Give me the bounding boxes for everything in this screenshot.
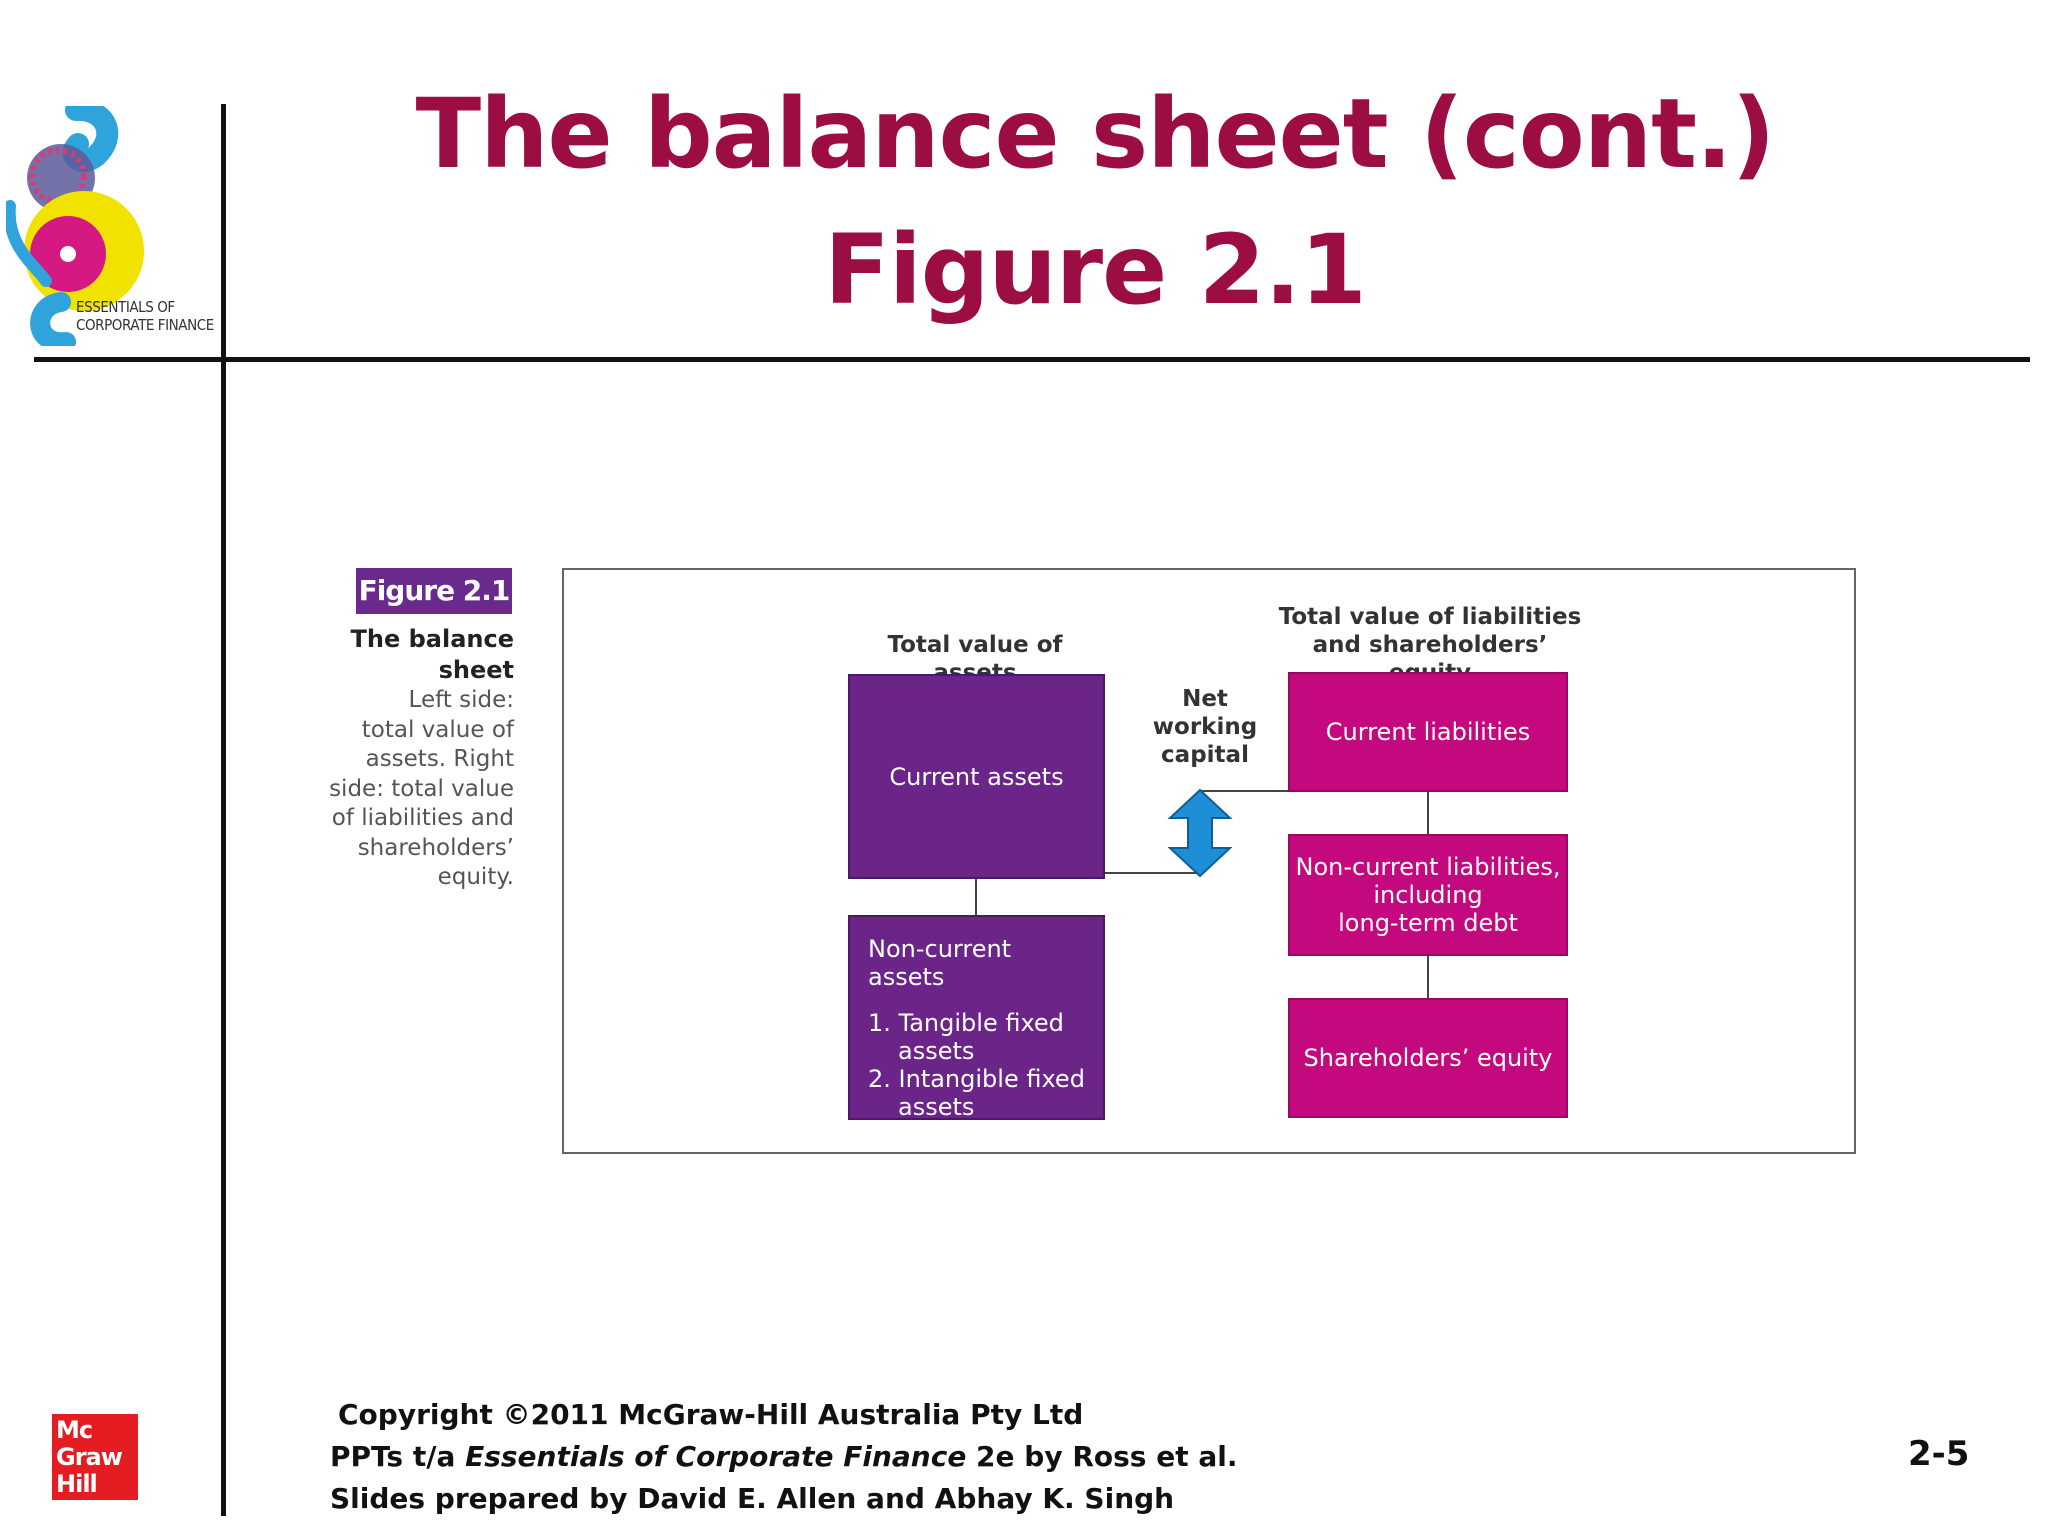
logo-graphic-icon: [3, 98, 144, 353]
assets-connector: [975, 879, 977, 915]
nwc-top-connector: [1200, 790, 1288, 792]
page-number: 2-5: [1908, 1434, 1970, 1474]
noncurrent-assets-box: Non-current assets 1. Tangible fixed ass…: [848, 915, 1105, 1121]
copyright-notice: Copyright ©2011 McGraw-Hill Australia Pt…: [330, 1398, 1238, 1515]
current-assets-box: Current assets: [848, 674, 1105, 879]
caption-title: The balance sheet: [350, 625, 514, 684]
double-arrow-icon: [1167, 788, 1233, 878]
title-line-2: Figure 2.1: [824, 214, 1366, 326]
caption-text: Left side: total value of assets. Right …: [329, 687, 514, 890]
current-liabilities-box: Current liabilities: [1288, 672, 1568, 792]
noncurrent-liabilities-box: Non-current liabilities, including long-…: [1288, 834, 1568, 956]
page-title: The balance sheet (cont.) Figure 2.1: [260, 66, 1930, 338]
liab-connector-2: [1427, 956, 1429, 998]
figure-badge: Figure 2.1: [356, 568, 512, 614]
figure-caption: The balance sheet Left side: total value…: [300, 624, 514, 893]
horizontal-divider: [34, 357, 2030, 362]
title-line-1: The balance sheet (cont.): [415, 78, 1776, 190]
liab-connector-1: [1427, 792, 1429, 834]
vertical-divider: [221, 104, 226, 1516]
shareholders-equity-box: Shareholders’ equity: [1288, 998, 1568, 1118]
mcgraw-hill-logo: Mc Graw Hill: [52, 1414, 138, 1500]
figure-frame: [562, 568, 1856, 1154]
net-working-capital-label: Net working capital: [1152, 686, 1258, 768]
nwc-bottom-connector: [1105, 872, 1200, 874]
